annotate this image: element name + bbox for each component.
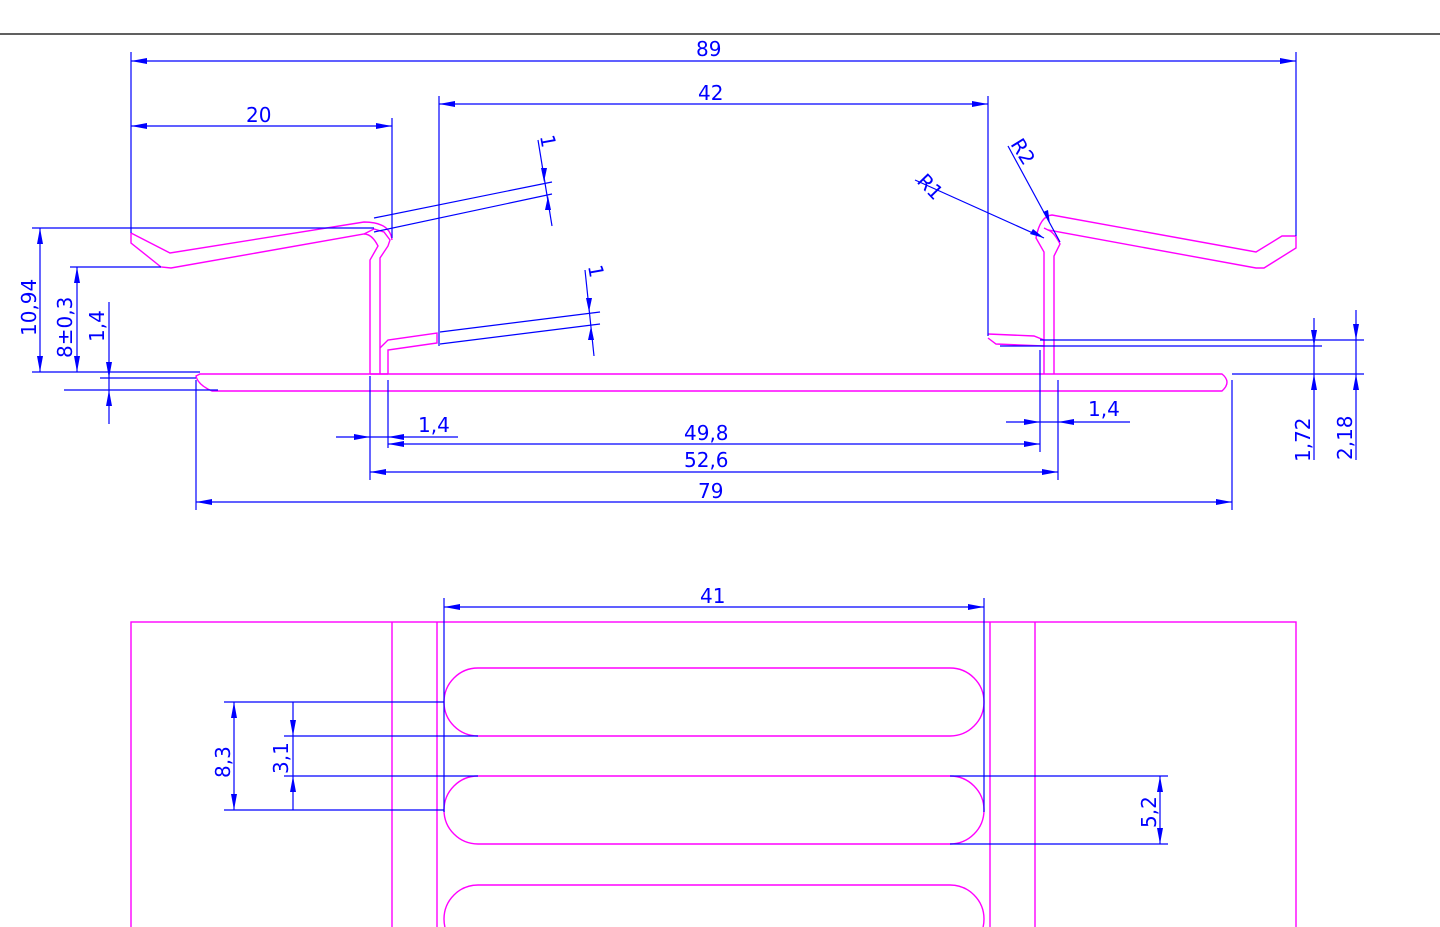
height-10-94-label: 10,94 [17, 279, 41, 336]
slot-2 [443, 775, 985, 845]
right-wing-inner [1035, 214, 1296, 374]
dim-49-8-label: 49,8 [684, 421, 729, 445]
section-dimensions [32, 52, 1364, 510]
left-wing [130, 228, 391, 374]
dim-79-label: 79 [698, 479, 723, 503]
plan-view [130, 621, 1297, 927]
slot-1 [443, 667, 985, 737]
dim-20-label: 20 [246, 103, 271, 127]
section-labels: 89 42 20 1 1 R1 R2 10,94 8±0,3 1,4 1,4 1… [17, 37, 1357, 503]
plan-outline [130, 621, 1297, 927]
height-3-1-label: 3,1 [269, 742, 293, 774]
wall-1-4-right-label: 1,4 [1088, 397, 1120, 421]
radius-r2-label: R2 [1006, 134, 1040, 169]
dim-42-label: 42 [698, 81, 723, 105]
slot-3 [443, 884, 985, 927]
right-wing [1043, 227, 1297, 269]
height-8-label: 8±0,3 [53, 297, 77, 358]
right-stem [1047, 229, 1061, 374]
dim-52-6-label: 52,6 [684, 448, 729, 472]
plan-dimensions [224, 598, 1168, 845]
height-1-72-label: 1,72 [1291, 417, 1315, 462]
left-shelf [379, 332, 438, 374]
height-2-18-label: 2,18 [1333, 415, 1357, 460]
base-plate [195, 373, 1228, 392]
radius-r1-label: R1 [912, 169, 948, 205]
right-shelf [987, 333, 1045, 347]
height-8-3-label: 8,3 [211, 746, 235, 778]
thickness-1-lower-label: 1 [583, 263, 609, 280]
profile-section-view [130, 214, 1297, 392]
plan-labels: 41 8,3 3,1 5,2 [211, 584, 1161, 828]
height-1-4-label: 1,4 [85, 310, 109, 342]
left-stem [363, 233, 379, 374]
left-wing-inner [130, 221, 393, 254]
wall-1-4-left-label: 1,4 [418, 413, 450, 437]
thickness-1-upper-label: 1 [535, 133, 561, 150]
height-5-2-label: 5,2 [1137, 796, 1161, 828]
dim-89-label: 89 [696, 37, 721, 61]
dim-41-label: 41 [700, 584, 725, 608]
